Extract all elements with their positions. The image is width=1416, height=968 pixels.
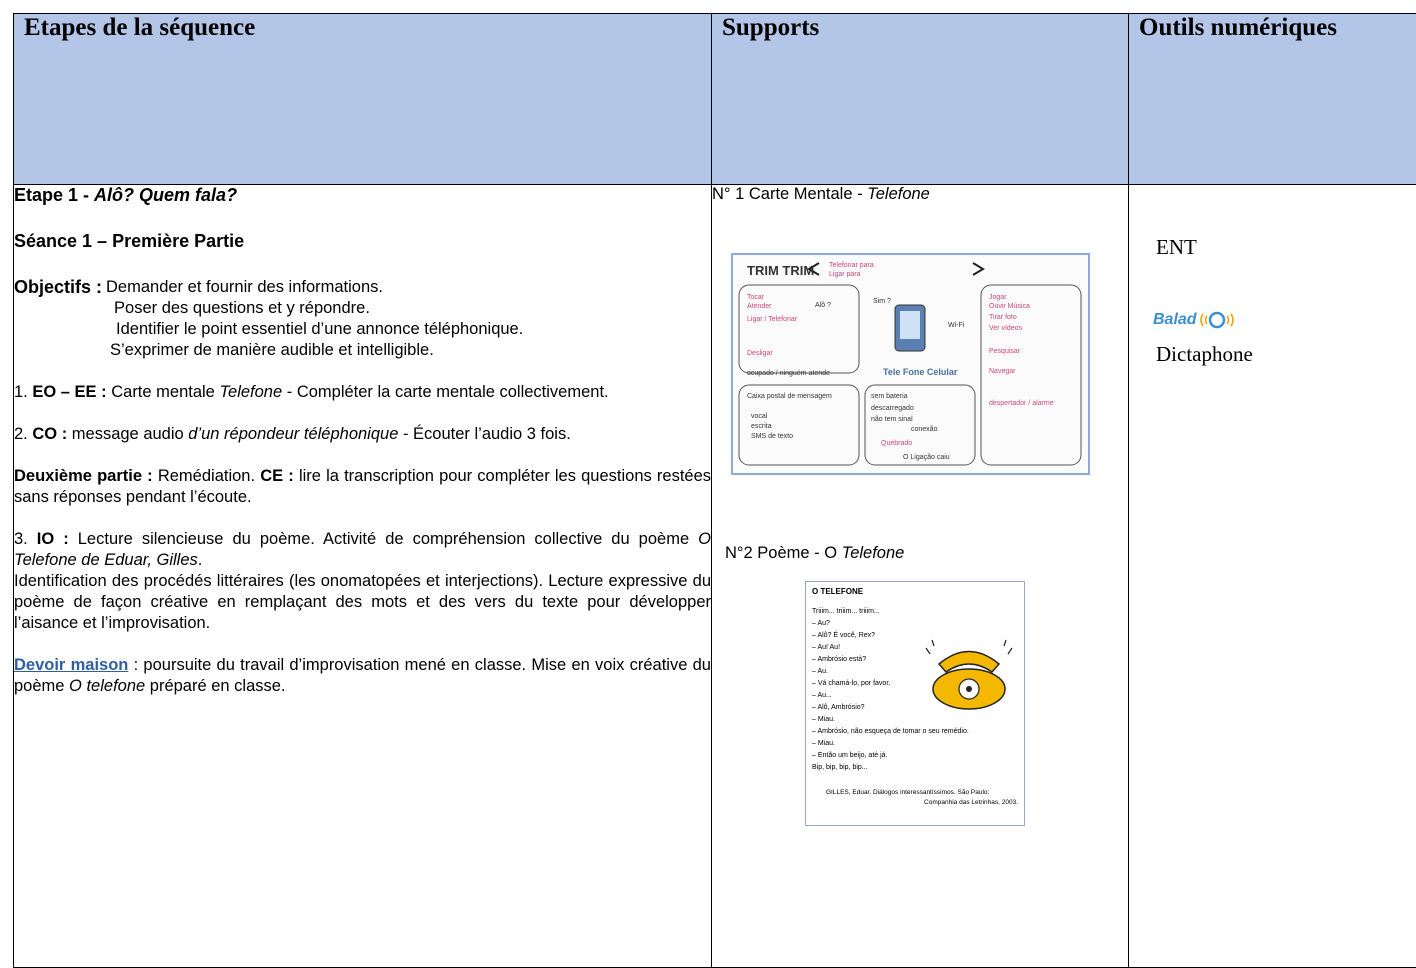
svg-text:Tele Fone Celular: Tele Fone Celular	[883, 367, 958, 377]
objectifs-label: Objectifs :	[14, 277, 103, 297]
svg-text:Wi-Fi: Wi-Fi	[948, 322, 965, 329]
activity-2: 2. CO : message audio d’un répondeur tél…	[14, 425, 571, 443]
objectif-item: Demander et fournir des informations.	[106, 278, 383, 296]
svg-text:Ver vídeos: Ver vídeos	[989, 325, 1023, 332]
activity-1: 1. EO – EE : Carte mentale Telefone - Co…	[14, 383, 609, 401]
svg-text:Telefonar para: Telefonar para	[829, 262, 874, 269]
svg-text:Quebrado: Quebrado	[881, 440, 912, 447]
poem-line: – Vá chamá-lo, por favor.	[812, 680, 891, 687]
svg-text:Navegar: Navegar	[989, 368, 1016, 375]
svg-text:Jogar: Jogar	[989, 294, 1007, 301]
support-2-title: N°2 Poème - O Telefone	[725, 544, 905, 562]
poem-line: – Au...	[812, 692, 832, 699]
mind-map-drawing: TRIM TRIM Telefonar para Ligar para Toca…	[738, 262, 1082, 466]
objectifs-block: Objectifs : Demander et fournir des info…	[14, 277, 711, 361]
poem-line: – Au.	[812, 668, 828, 675]
devoir-maison-link[interactable]: Devoir maison	[14, 656, 129, 674]
poem-line: – Au! Au!	[812, 644, 841, 651]
svg-text:Caixa postal de mensagem: Caixa postal de mensagem	[747, 393, 832, 400]
svg-text:O Ligação caiu: O Ligação caiu	[903, 454, 950, 461]
telephone-icon	[925, 639, 1013, 710]
header-etapes: Etapes de la séquence	[13, 13, 712, 185]
ent-label: ENT	[1156, 235, 1197, 259]
poem-title: O TELEFONE	[812, 587, 864, 596]
svg-text:vocal: vocal	[751, 413, 768, 420]
poem-line: Bip, bip, bip, bip...	[812, 764, 868, 771]
svg-text:Sim ?: Sim ?	[873, 298, 891, 305]
objectif-item: S’exprimer de manière audible et intelli…	[110, 341, 434, 359]
devoir-maison: Devoir maison : poursuite du travail d’i…	[14, 656, 711, 695]
balad-logo: Balad	[1153, 310, 1235, 330]
svg-text:Ouvir Música: Ouvir Música	[989, 303, 1030, 310]
header-outils: Outils numériques	[1128, 13, 1416, 185]
poem-line: – Ambrósio, não esqueça de tomar o seu r…	[812, 728, 969, 735]
etape-heading: Etape 1 - Alô? Quem fala?	[14, 185, 238, 205]
svg-text:Desligar: Desligar	[747, 350, 773, 357]
poem-line: – Então um beijo, até já.	[812, 752, 888, 759]
poem-line: – Au?	[812, 620, 830, 627]
supports-cell: N° 1 Carte Mentale - Telefone TRIM TRIM …	[711, 184, 1129, 968]
seance-heading: Séance 1 – Première Partie	[14, 231, 245, 251]
sequence-table: Etapes de la séquence Supports Outils nu…	[13, 13, 1416, 968]
balad-waves-icon	[1199, 311, 1234, 329]
svg-text:conexão: conexão	[911, 426, 938, 433]
mind-map-image: TRIM TRIM Telefonar para Ligar para Toca…	[731, 253, 1090, 475]
svg-text:Atender: Atender	[747, 303, 772, 310]
poem-credit: GILLES, Eduar. Diálogos interessantíssim…	[826, 789, 1018, 806]
header-supports: Supports	[711, 13, 1129, 185]
svg-text:Ligar para: Ligar para	[829, 271, 861, 278]
svg-text:Ligar / Telefonar: Ligar / Telefonar	[747, 316, 798, 323]
svg-text:não tem sinal: não tem sinal	[871, 416, 913, 423]
objectifs-list: Demander et fournir des informations. Po…	[106, 277, 523, 361]
svg-text:sem bateria: sem bateria	[871, 393, 908, 400]
svg-text:Tocar: Tocar	[747, 294, 765, 301]
svg-text:SMS de texto: SMS de texto	[751, 433, 793, 440]
etape-title: Alô? Quem fala?	[94, 185, 238, 205]
activity-3: 3. IO : Lecture silencieuse du poème. Ac…	[14, 530, 711, 632]
svg-text:escrita: escrita	[751, 423, 772, 430]
svg-text:Tirar foto: Tirar foto	[989, 314, 1017, 321]
dictaphone-label: Dictaphone	[1156, 342, 1253, 366]
svg-text:ocupado / ninguém atende: ocupado / ninguém atende	[747, 370, 830, 377]
poem-image: O TELEFONE Triiim... triiim... triiim...…	[805, 581, 1025, 826]
support-1-title: N° 1 Carte Mentale - Telefone	[712, 185, 930, 203]
poem-line: – Miau.	[812, 740, 835, 747]
etapes-cell: Etape 1 - Alô? Quem fala? Séance 1 – Pre…	[13, 184, 712, 968]
svg-text:Pesquisar: Pesquisar	[989, 348, 1021, 355]
objectif-item: Poser des questions et y répondre.	[114, 299, 370, 317]
poem-line: – Miau.	[812, 716, 835, 723]
content-row: Etape 1 - Alô? Quem fala? Séance 1 – Pre…	[13, 184, 1416, 968]
mind-map-title: TRIM TRIM	[747, 263, 814, 278]
poem-line: – Alô? É você, Rex?	[812, 632, 876, 639]
poem-line: – Ambrósio está?	[812, 656, 867, 663]
poem-line: – Alô, Ambrósio?	[812, 704, 865, 711]
header-row: Etapes de la séquence Supports Outils nu…	[13, 13, 1416, 185]
svg-text:despertador / alarme: despertador / alarme	[989, 400, 1054, 407]
svg-text:descarregado: descarregado	[871, 405, 914, 412]
outils-cell: ENT Balad Dictaphone	[1128, 184, 1416, 968]
svg-text:Alô ?: Alô ?	[815, 302, 831, 309]
deuxieme-partie: Deuxième partie : Remédiation. CE : lire…	[14, 467, 712, 506]
poem-line: Triiim... triiim... triiim...	[812, 608, 880, 615]
objectif-item: Identifier le point essentiel d’une anno…	[116, 320, 524, 338]
